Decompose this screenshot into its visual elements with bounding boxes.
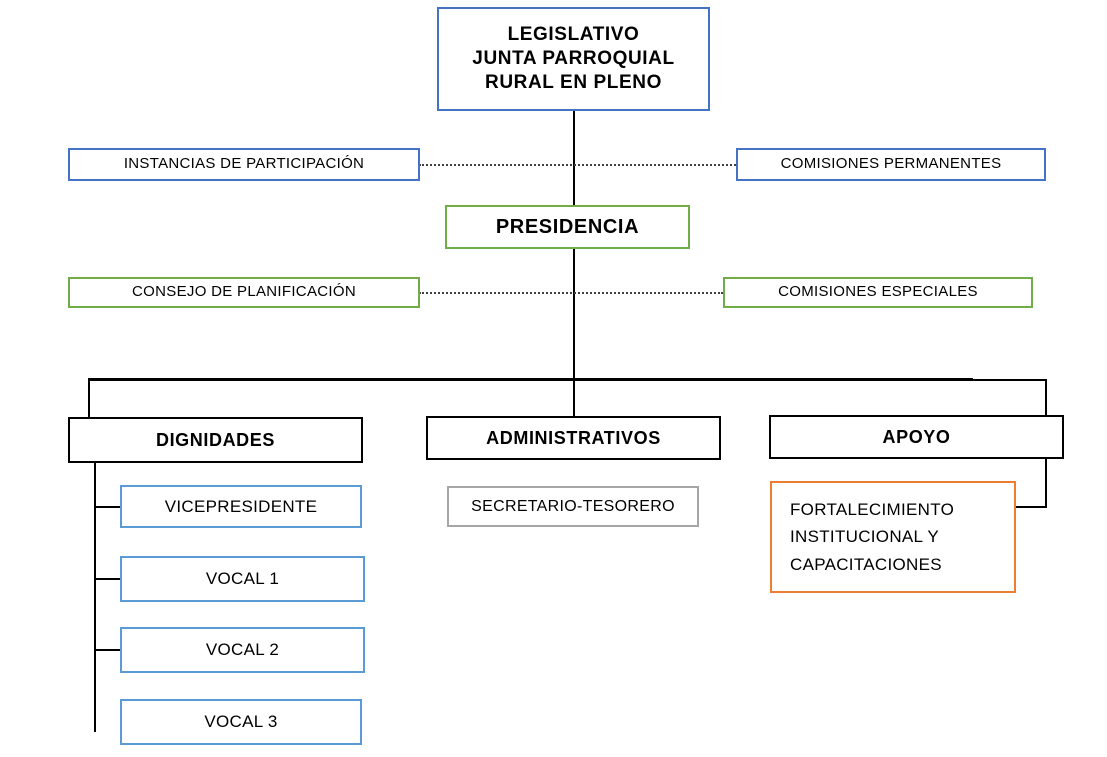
node-administrativos[interactable]: ADMINISTRATIVOS: [426, 416, 721, 460]
node-comisiones-permanentes-label: COMISIONES PERMANENTES: [780, 155, 1002, 173]
node-fortalecimiento-line2: INSTITUCIONAL Y: [790, 527, 940, 547]
node-apoyo-label: APOYO: [882, 426, 951, 447]
connector-bus-apoyo: [1045, 379, 1047, 416]
node-instancias-de-participacion[interactable]: INSTANCIAS DE PARTICIPACIÓN: [68, 148, 420, 181]
connector-legislativo-presidencia: [573, 110, 575, 205]
node-instancias-label: INSTANCIAS DE PARTICIPACIÓN: [123, 155, 365, 173]
node-vocal-3-label: VOCAL 3: [204, 712, 278, 732]
node-vocal-3[interactable]: VOCAL 3: [120, 699, 362, 745]
node-legislativo[interactable]: LEGISLATIVO JUNTA PARROQUIAL RURAL EN PL…: [437, 7, 710, 111]
node-comisiones-especiales[interactable]: COMISIONES ESPECIALES: [723, 277, 1033, 308]
node-vocal-2-label: VOCAL 2: [205, 640, 280, 660]
node-fortalecimiento-line3: CAPACITACIONES: [790, 554, 942, 574]
connector-bus-dignidades: [88, 378, 90, 418]
node-comisiones-permanentes[interactable]: COMISIONES PERMANENTES: [736, 148, 1046, 181]
connector-apoyo-spine: [1045, 459, 1047, 507]
node-comisiones-especiales-label: COMISIONES ESPECIALES: [778, 283, 978, 301]
connector-consejo-comisiones-especiales: [419, 292, 723, 294]
node-presidencia-label: PRESIDENCIA: [495, 215, 640, 238]
node-secretario-tesorero[interactable]: SECRETARIO-TESORERO: [447, 486, 699, 527]
node-presidencia[interactable]: PRESIDENCIA: [445, 205, 690, 249]
connector-level3-bus: [88, 378, 973, 381]
node-fortalecimiento-line1: FORTALECIMIENTO: [790, 500, 955, 520]
node-legislativo-line1: LEGISLATIVO: [507, 24, 640, 46]
connector-stub-vicepresidente: [94, 506, 121, 508]
node-secretario-tesorero-label: SECRETARIO-TESORERO: [471, 497, 675, 515]
connector-bus-administrativos: [573, 378, 575, 416]
node-fortalecimiento-institucional[interactable]: FORTALECIMIENTO INSTITUCIONAL Y CAPACITA…: [770, 481, 1016, 593]
connector-instancias-comisiones-permanentes: [419, 164, 736, 166]
node-dignidades[interactable]: DIGNIDADES: [68, 417, 363, 463]
node-apoyo[interactable]: APOYO: [769, 415, 1064, 459]
node-vocal-1[interactable]: VOCAL 1: [120, 556, 365, 602]
connector-level3-bus-right-extension: [970, 379, 1047, 381]
node-vicepresidente-label: VICEPRESIDENTE: [164, 496, 318, 516]
connector-dignidades-spine: [94, 462, 96, 732]
node-vicepresidente[interactable]: VICEPRESIDENTE: [120, 485, 362, 528]
connector-stub-fortalecimiento: [1015, 506, 1047, 508]
connector-stub-vocal1: [94, 578, 121, 580]
node-consejo-label: CONSEJO DE PLANIFICACIÓN: [132, 283, 356, 301]
node-dignidades-label: DIGNIDADES: [155, 429, 275, 450]
node-vocal-2[interactable]: VOCAL 2: [120, 627, 365, 673]
node-vocal-1-label: VOCAL 1: [205, 569, 280, 589]
node-legislativo-line2: JUNTA PARROQUIAL: [472, 48, 675, 70]
connector-presidencia-bus: [573, 249, 575, 380]
connector-stub-vocal2: [94, 649, 121, 651]
node-administrativos-label: ADMINISTRATIVOS: [486, 427, 661, 448]
node-consejo-de-planificacion[interactable]: CONSEJO DE PLANIFICACIÓN: [68, 277, 420, 308]
node-legislativo-line3: RURAL EN PLENO: [485, 71, 662, 93]
